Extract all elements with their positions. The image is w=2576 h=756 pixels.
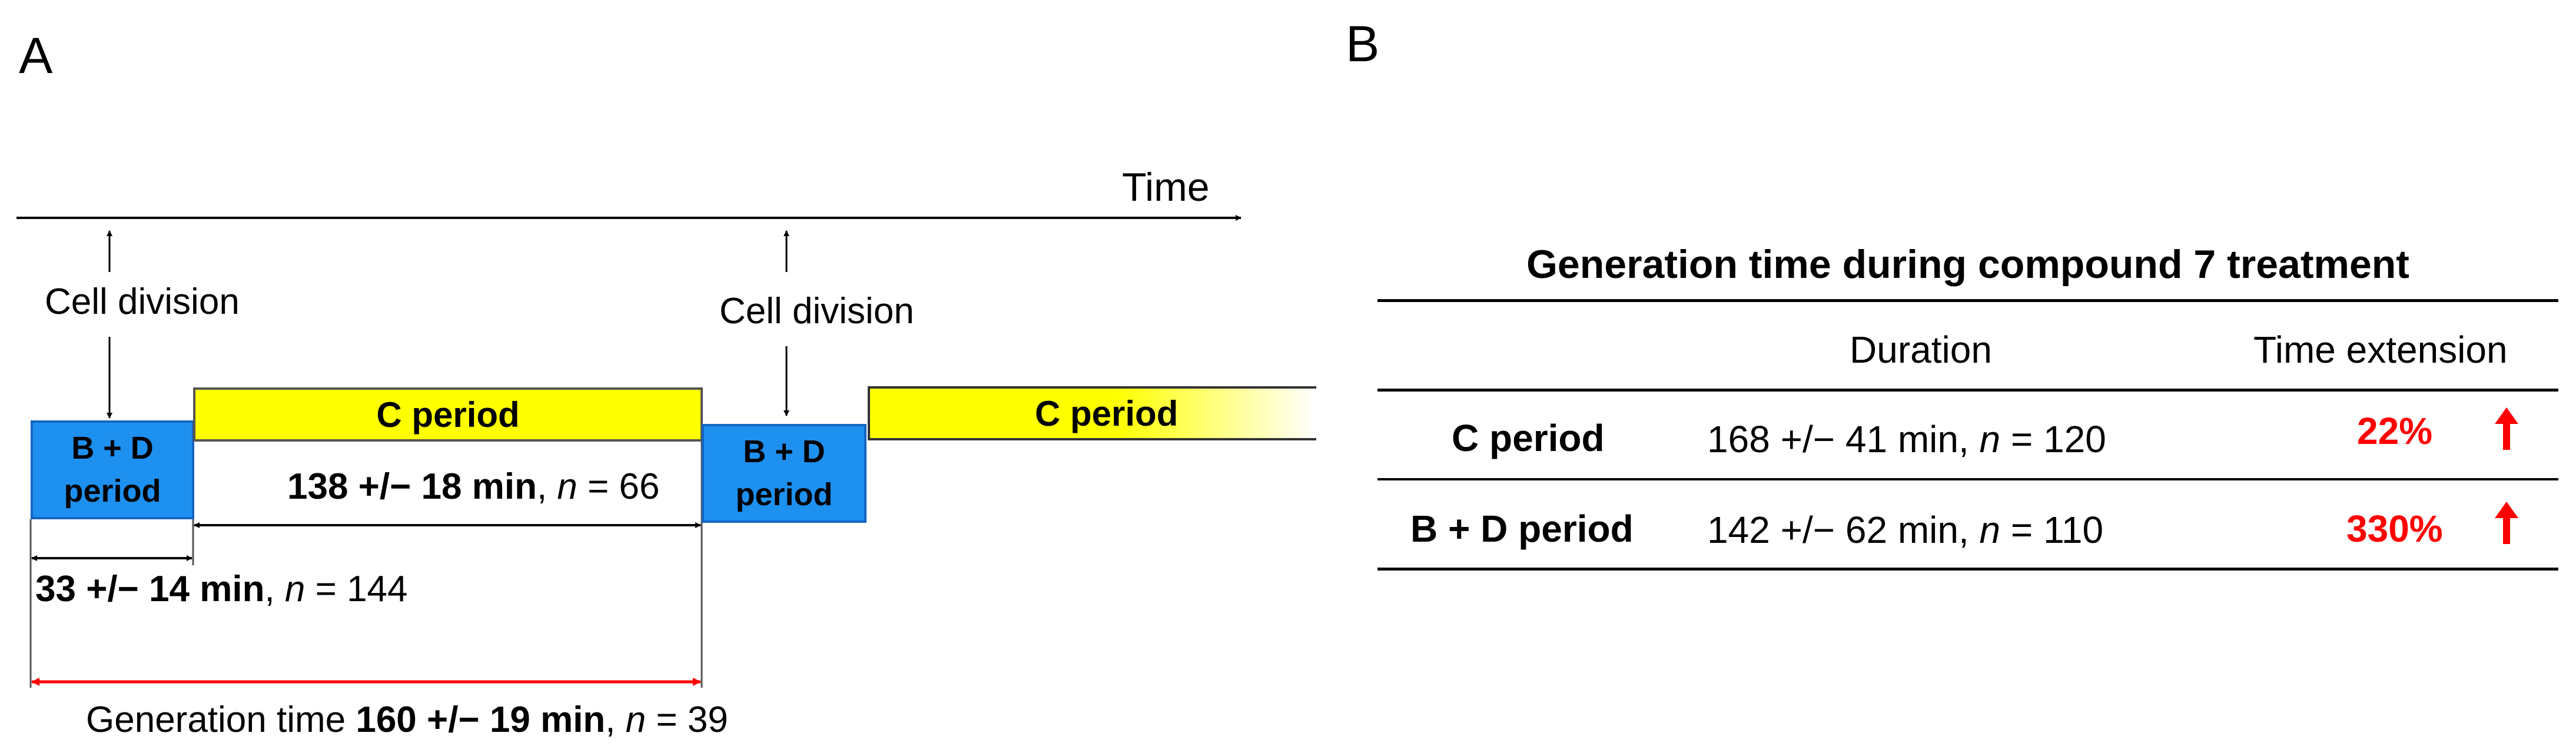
header-time-extension: Time extension <box>2253 329 2508 371</box>
bd-period-box-2: B + D period <box>702 424 867 523</box>
panel-a-label: A <box>19 28 53 84</box>
header-duration: Duration <box>1850 329 1992 371</box>
c-duration-value: 138 +/− 18 min <box>287 466 537 507</box>
c-duration-n-eq: = 66 <box>577 466 660 507</box>
c-duration-label: 138 +/− 18 min, n = 66 <box>287 469 660 505</box>
row-c-period-name: C period <box>1452 417 1605 459</box>
bd-box-1-line1: B + D <box>71 430 154 466</box>
c-period-box-1: C period <box>193 387 703 442</box>
up-arrow-icon <box>2495 502 2518 544</box>
generation-sep: , <box>605 699 626 740</box>
c-period-box-1-label: C period <box>376 394 520 435</box>
up-arrow-icon <box>2495 407 2518 450</box>
row-bd-n: n <box>1979 509 2001 551</box>
generation-prefix: Generation time <box>86 699 356 740</box>
panel-b-label: B <box>1346 16 1380 72</box>
bd-duration-n: n <box>284 569 306 609</box>
bd-box-2-line1: B + D <box>743 434 825 470</box>
row-c-period-duration: 168 +/− 41 min, n = 120 <box>1707 420 2106 458</box>
row-c-n-eq: = 120 <box>2000 418 2106 460</box>
generation-n-eq: = 39 <box>646 699 728 740</box>
bd-period-box-1: B + D period <box>31 420 194 519</box>
bd-box-2-line2: period <box>735 477 833 512</box>
row-bd-period-name: B + D period <box>1410 508 1634 550</box>
bd-duration-label: 33 +/− 14 min, n = 144 <box>35 571 408 608</box>
bd-duration-sep: , <box>264 569 285 609</box>
table-row-rule <box>1377 478 2558 480</box>
row-bd-period-duration: 142 +/− 62 min, n = 110 <box>1707 511 2103 549</box>
cell-division-label-2: Cell division <box>719 291 914 331</box>
generation-n: n <box>625 699 646 740</box>
table-bottom-rule <box>1377 568 2558 571</box>
generation-value: 160 +/− 19 min <box>356 699 606 740</box>
bd-box-1-line2: period <box>64 473 161 509</box>
row-bd-period-extension: 330% <box>2346 508 2443 550</box>
c-duration-n: n <box>557 466 577 507</box>
row-c-duration-value: 168 +/− 41 min, <box>1707 418 1980 460</box>
table-header-rule <box>1377 389 2558 392</box>
bd-duration-n-eq: = 144 <box>305 569 408 609</box>
c-period-box-2-label: C period <box>1035 393 1179 433</box>
row-c-period-extension: 22% <box>2357 410 2433 452</box>
time-label: Time <box>1122 165 1210 210</box>
cell-division-label-1: Cell division <box>45 281 240 322</box>
table-title: Generation time during compound 7 treatm… <box>1526 242 2409 287</box>
generation-time-label: Generation time 160 +/− 19 min, n = 39 <box>86 702 728 738</box>
bd-duration-value: 33 +/− 14 min <box>35 569 265 609</box>
row-bd-duration-value: 142 +/− 62 min, <box>1707 509 1980 551</box>
row-c-n: n <box>1979 418 2001 460</box>
row-bd-n-eq: = 110 <box>2000 509 2104 551</box>
c-period-box-2: C period <box>868 386 1316 440</box>
c-duration-sep: , <box>536 466 557 507</box>
table-top-rule <box>1377 299 2558 302</box>
